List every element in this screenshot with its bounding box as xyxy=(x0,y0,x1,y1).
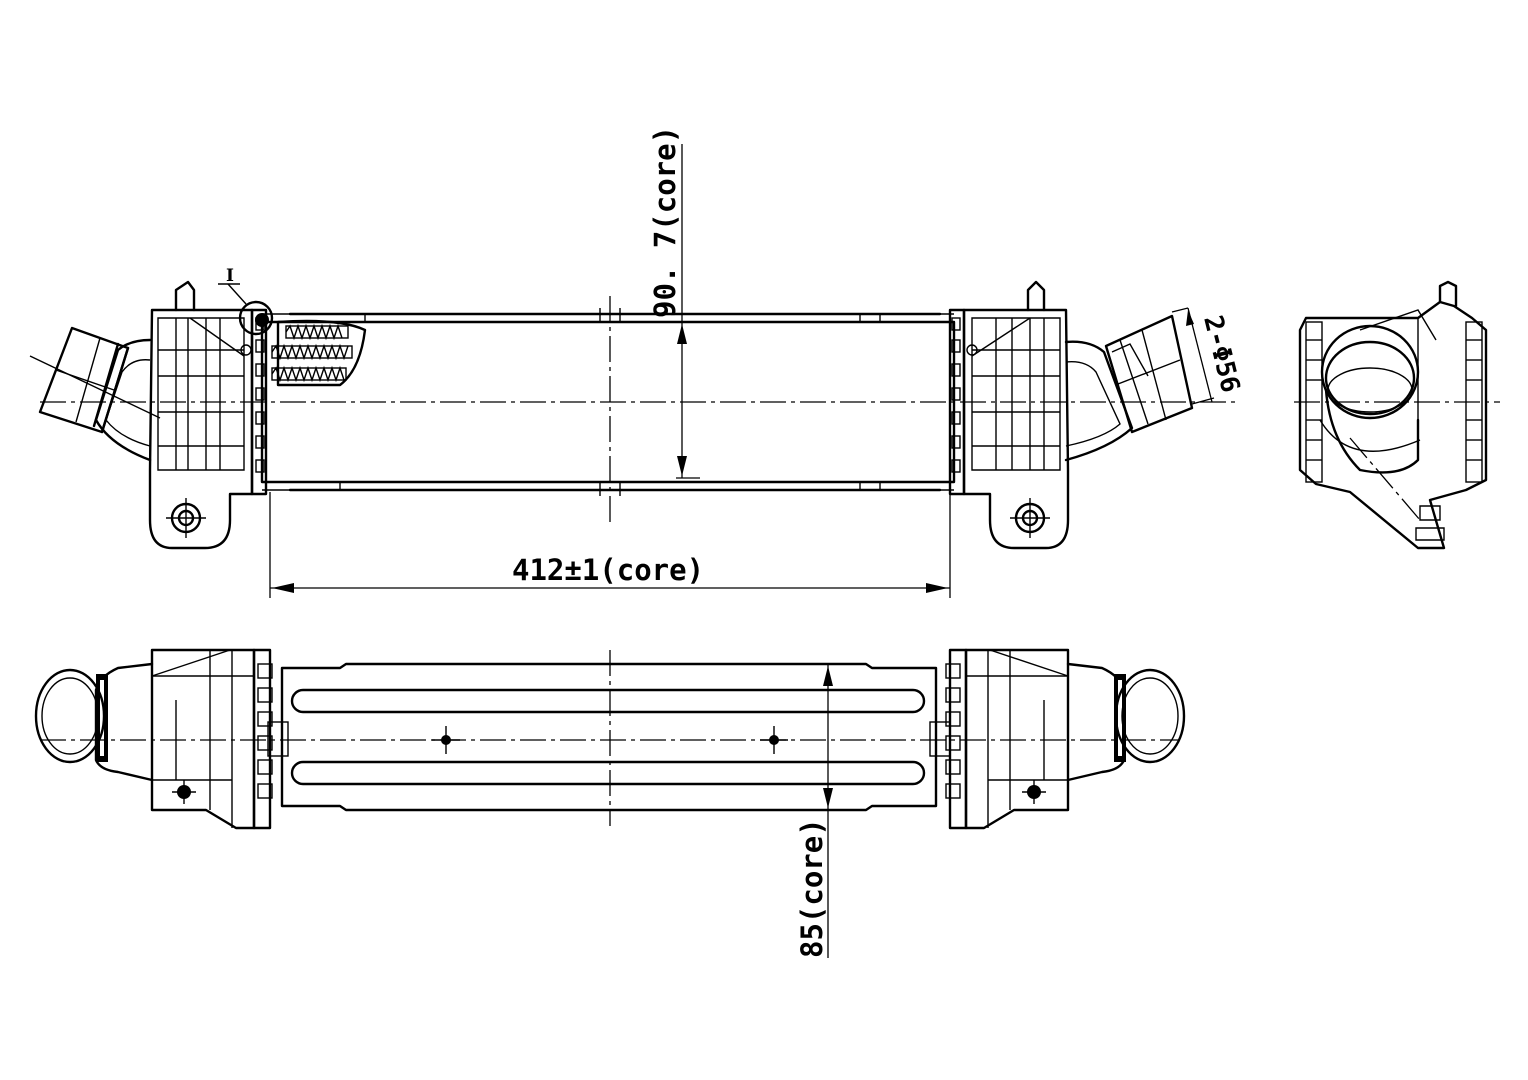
detail-marker: I xyxy=(218,266,274,336)
inlet-diameter-label: 2-Φ56 xyxy=(1197,312,1245,395)
left-tank-front xyxy=(29,280,254,550)
detail-marker-label: I xyxy=(226,266,234,286)
side-view xyxy=(1294,280,1500,550)
left-inlet-cuff xyxy=(38,326,130,434)
core-height-label: 90. 7(core) xyxy=(648,126,682,318)
core-depth-label: 85(core) xyxy=(795,818,829,958)
right-outlet-cuff xyxy=(1104,314,1194,434)
depth-dimension: 85(core) xyxy=(795,663,840,958)
top-view xyxy=(34,648,1186,830)
core-length-label: 412±1(core) xyxy=(512,553,704,587)
front-view: I xyxy=(29,266,1240,550)
diameter-dimension: 2-Φ56 xyxy=(1171,307,1245,405)
length-dimension: 412±1(core) xyxy=(269,492,951,598)
right-outlet-opening xyxy=(1114,668,1186,764)
right-tank-top xyxy=(964,648,1186,830)
tube-slot-upper xyxy=(290,688,926,714)
left-tank-top xyxy=(34,648,256,830)
side-inlet-outer xyxy=(1320,324,1420,420)
fin-cutaway xyxy=(271,319,367,387)
right-tank-front xyxy=(962,280,1194,550)
height-dimension: 90. 7(core) xyxy=(648,126,700,479)
left-inlet-opening xyxy=(34,668,106,764)
tube-slot-lower xyxy=(290,760,926,786)
